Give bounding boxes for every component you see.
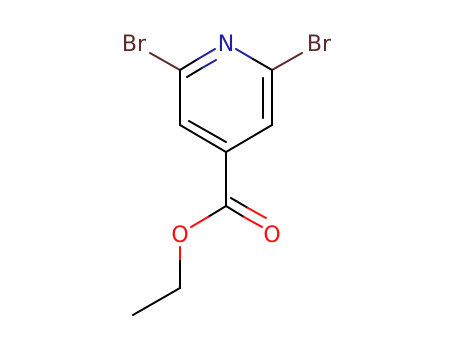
bond-c2-n-b bbox=[197, 48, 216, 60]
bond-c2-n bbox=[179, 58, 199, 71]
bonds bbox=[132, 48, 303, 316]
bond-c3-c4 bbox=[179, 124, 227, 153]
atom-o-carbonyl: O bbox=[263, 223, 280, 248]
atom-br-right: Br bbox=[307, 32, 332, 57]
bond-ccarbonyl-oester-b bbox=[190, 216, 209, 228]
bond-ccarbonyl-ocarbonyl bbox=[225, 205, 245, 218]
bond-c6-br-right bbox=[271, 52, 303, 71]
bond-ccarbonyl-ocarbonyl-inner-b bbox=[247, 207, 267, 219]
bond-ch2-ch3 bbox=[132, 287, 181, 316]
bond-ccarbonyl-ocarbonyl-b bbox=[243, 216, 263, 228]
bond-c3-c4-inner bbox=[188, 120, 227, 143]
atom-n: N bbox=[218, 32, 234, 57]
atom-labels: Br N Br O O bbox=[122, 32, 332, 248]
bond-ccarbonyl-oester bbox=[207, 205, 227, 218]
bond-c2-n-inner bbox=[186, 67, 203, 78]
bond-ccarbonyl-ocarbonyl-inner bbox=[230, 197, 249, 209]
bond-br-left-c2 bbox=[149, 52, 181, 71]
bond-c2-n-inner-b bbox=[201, 59, 217, 69]
atom-br-left: Br bbox=[122, 32, 147, 57]
bond-c5-c4 bbox=[225, 124, 273, 153]
bond-n-c6 bbox=[235, 48, 254, 60]
bond-n-c6-b bbox=[252, 58, 273, 71]
atom-o-ester: O bbox=[171, 223, 188, 248]
